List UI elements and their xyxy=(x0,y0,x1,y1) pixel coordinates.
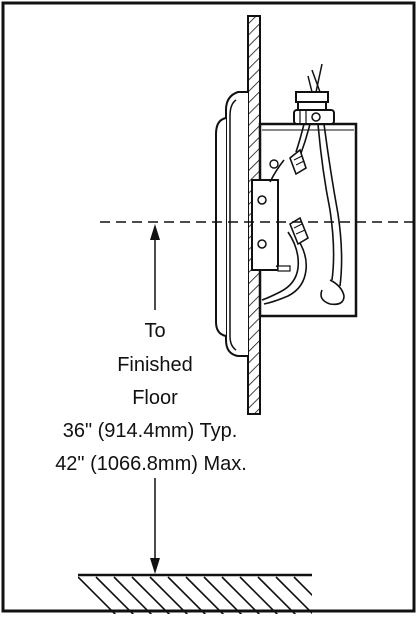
wire-nut-lower xyxy=(289,216,309,246)
label-floor: Floor xyxy=(132,387,178,409)
screw-top xyxy=(257,195,267,205)
label-max-height: 42" (1066.8mm) Max. xyxy=(55,453,247,475)
finished-floor xyxy=(78,573,312,614)
cover-plate xyxy=(215,91,248,357)
screw-bottom xyxy=(257,239,267,249)
label-typical-height: 36" (914.4mm) Typ. xyxy=(62,420,238,442)
internal-wiring xyxy=(261,123,345,306)
conduit-fitting xyxy=(293,63,335,125)
dimension-arrow-down xyxy=(150,478,160,574)
label-to: To xyxy=(144,320,166,342)
wire-nut-upper xyxy=(289,148,307,176)
label-finished: Finished xyxy=(117,354,193,376)
mounting-bracket xyxy=(251,179,279,271)
dimension-arrow-up xyxy=(150,224,160,310)
